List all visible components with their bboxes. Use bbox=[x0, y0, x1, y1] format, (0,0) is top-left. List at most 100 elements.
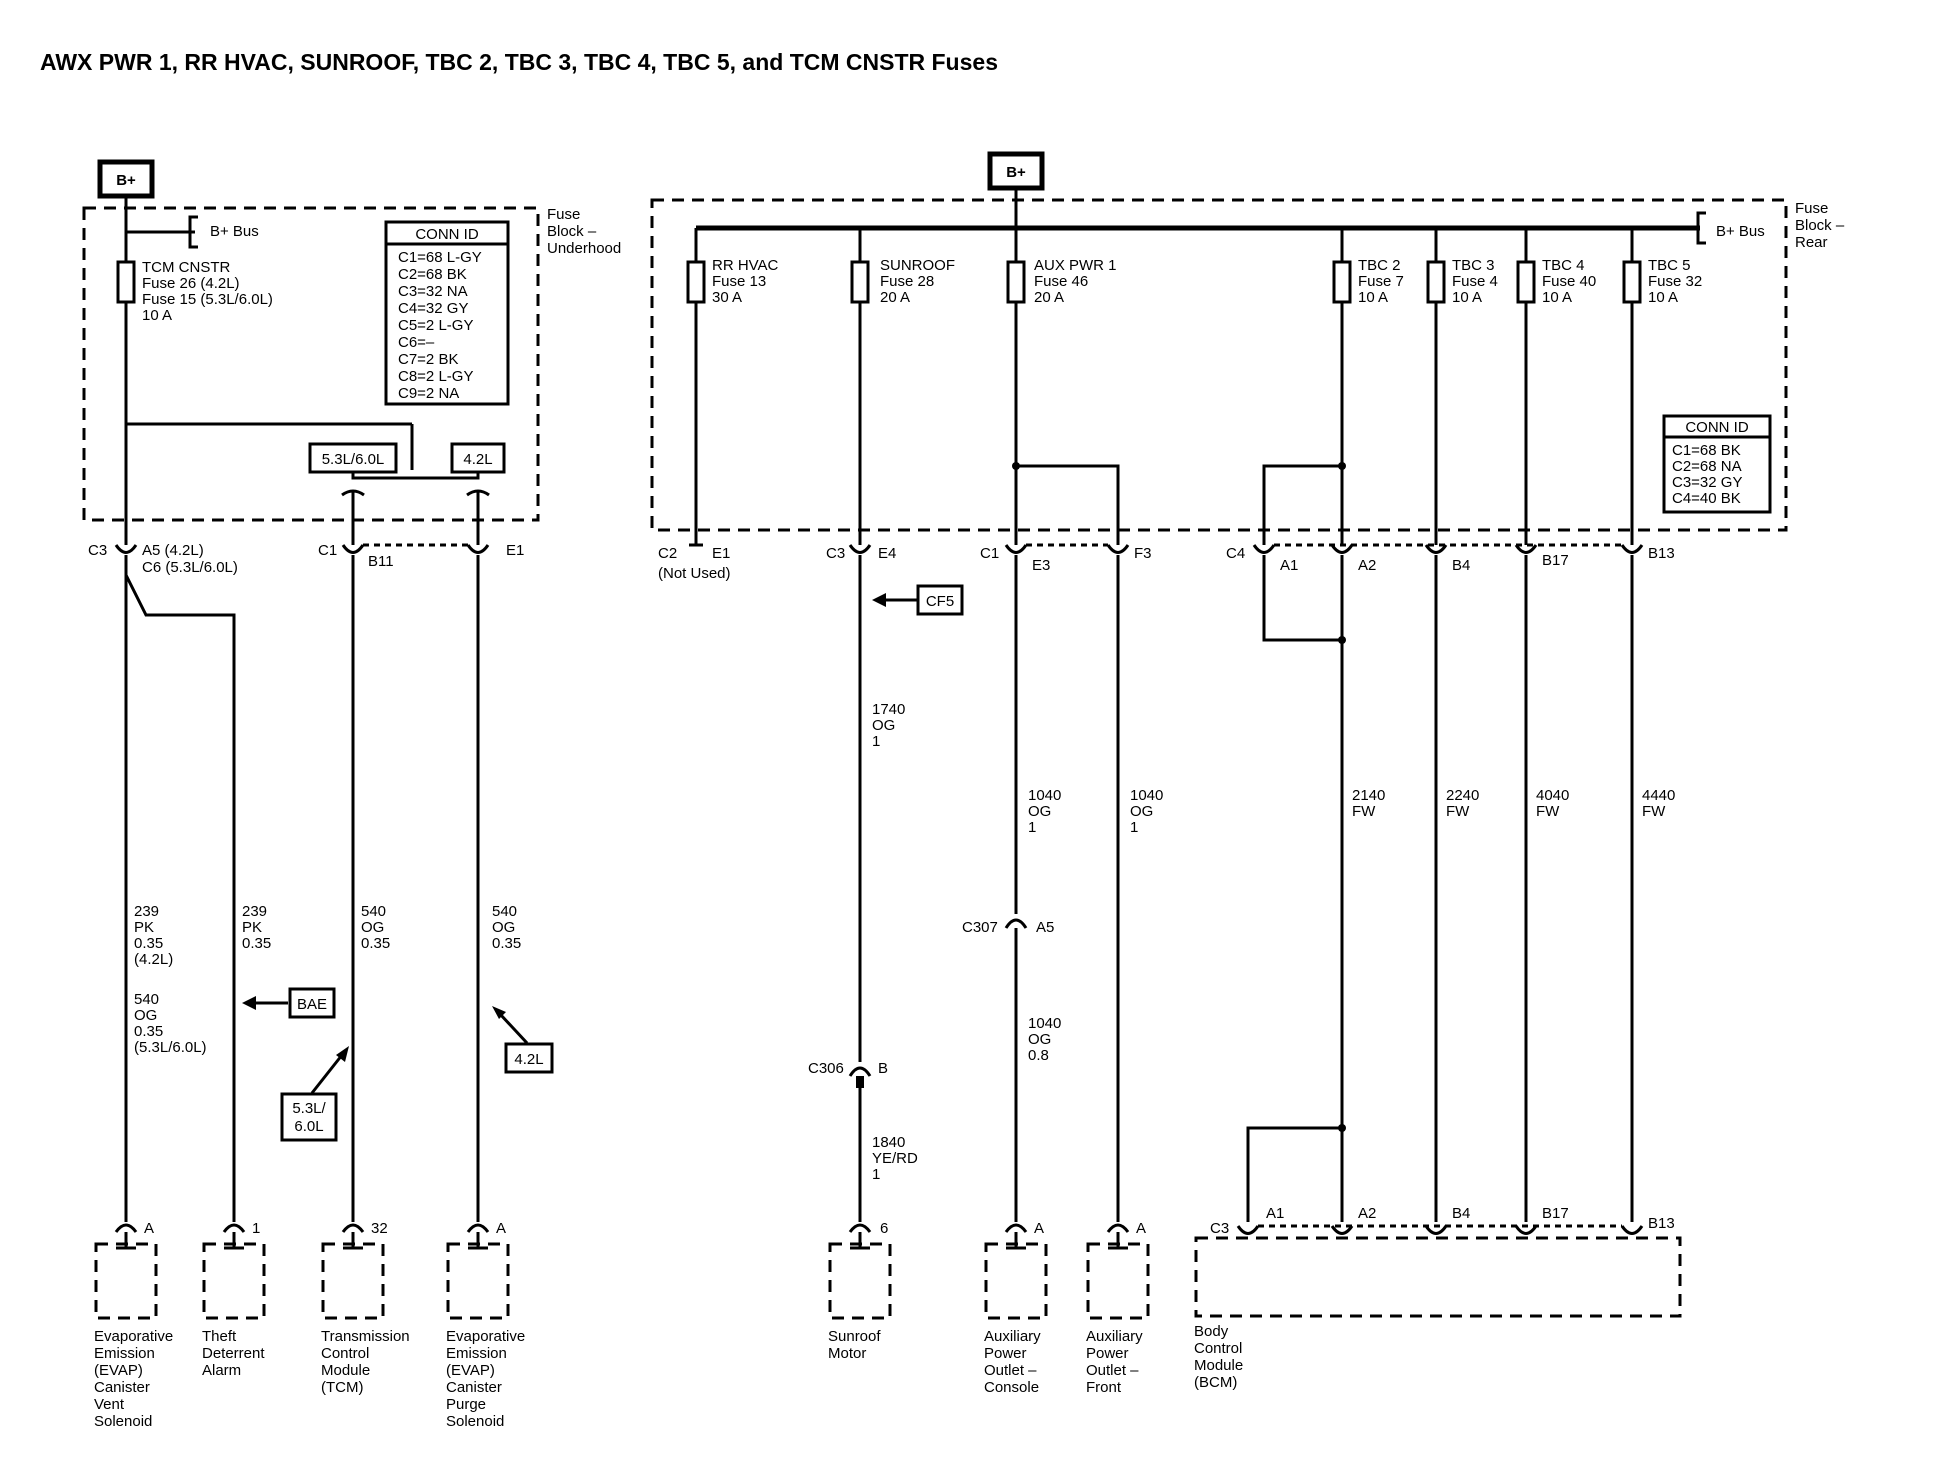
svg-text:FW: FW bbox=[1642, 803, 1666, 820]
fuse-aux-pwr-1: AUX PWR 1 Fuse 46 20 A bbox=[1006, 228, 1117, 545]
svg-text:C1=68 L-GY: C1=68 L-GY bbox=[398, 249, 482, 266]
svg-text:(TCM): (TCM) bbox=[321, 1379, 363, 1396]
svg-text:Auxiliary: Auxiliary bbox=[984, 1328, 1041, 1345]
component-aux-outlet-front: A Auxiliary Power Outlet – Front bbox=[1086, 1220, 1150, 1396]
svg-text:Fuse 40: Fuse 40 bbox=[1542, 273, 1596, 290]
svg-text:1040: 1040 bbox=[1028, 787, 1061, 804]
svg-text:Solenoid: Solenoid bbox=[94, 1413, 152, 1430]
svg-text:C307: C307 bbox=[962, 919, 998, 936]
svg-text:Sunroof: Sunroof bbox=[828, 1328, 881, 1345]
svg-text:CF5: CF5 bbox=[926, 593, 954, 610]
svg-text:6: 6 bbox=[880, 1220, 888, 1237]
svg-text:C7=2 BK: C7=2 BK bbox=[398, 351, 458, 368]
svg-text:B17: B17 bbox=[1542, 1205, 1569, 1222]
component-theft-deterrent-alarm: 1 Theft Deterrent Alarm bbox=[202, 1220, 266, 1379]
svg-text:C4=40 BK: C4=40 BK bbox=[1672, 490, 1741, 507]
svg-text:Fuse 32: Fuse 32 bbox=[1648, 273, 1702, 290]
svg-text:C2=68 NA: C2=68 NA bbox=[1672, 458, 1742, 475]
svg-text:(5.3L/6.0L): (5.3L/6.0L) bbox=[134, 1039, 207, 1056]
svg-text:1: 1 bbox=[252, 1220, 260, 1237]
svg-text:(Not Used): (Not Used) bbox=[658, 565, 731, 582]
svg-text:5.3L/: 5.3L/ bbox=[292, 1100, 326, 1117]
svg-text:C3: C3 bbox=[1210, 1220, 1229, 1237]
fuse-rr-hvac: RR HVAC Fuse 13 30 A bbox=[686, 228, 779, 545]
svg-text:Evaporative: Evaporative bbox=[446, 1328, 525, 1345]
svg-text:20 A: 20 A bbox=[880, 289, 910, 306]
svg-text:OG: OG bbox=[361, 919, 384, 936]
svg-text:4040: 4040 bbox=[1536, 787, 1569, 804]
svg-text:0.8: 0.8 bbox=[1028, 1047, 1049, 1064]
svg-text:OG: OG bbox=[1028, 803, 1051, 820]
svg-text:E1: E1 bbox=[712, 545, 730, 562]
svg-text:Block –: Block – bbox=[547, 223, 597, 240]
svg-text:6.0L: 6.0L bbox=[294, 1118, 323, 1135]
fuse-tcm-cnstr: TCM CNSTR Fuse 26 (4.2L) Fuse 15 (5.3L/6… bbox=[116, 259, 273, 324]
svg-text:Auxiliary: Auxiliary bbox=[1086, 1328, 1143, 1345]
svg-text:E4: E4 bbox=[878, 545, 896, 562]
svg-text:RR HVAC: RR HVAC bbox=[712, 257, 779, 274]
svg-text:10 A: 10 A bbox=[1542, 289, 1572, 306]
svg-text:C1: C1 bbox=[980, 545, 999, 562]
svg-text:0.35: 0.35 bbox=[492, 935, 521, 952]
svg-text:2140: 2140 bbox=[1352, 787, 1385, 804]
svg-text:(EVAP): (EVAP) bbox=[94, 1362, 143, 1379]
svg-text:C8=2 L-GY: C8=2 L-GY bbox=[398, 368, 473, 385]
svg-text:OG: OG bbox=[134, 1007, 157, 1024]
svg-text:(4.2L): (4.2L) bbox=[134, 951, 173, 968]
svg-text:C3=32 NA: C3=32 NA bbox=[398, 283, 468, 300]
svg-text:239: 239 bbox=[134, 903, 159, 920]
connector-c306: C306 B bbox=[808, 1060, 888, 1088]
svg-text:Outlet –: Outlet – bbox=[1086, 1362, 1139, 1379]
svg-text:C3: C3 bbox=[88, 542, 107, 559]
svg-text:TCM CNSTR: TCM CNSTR bbox=[142, 259, 230, 276]
svg-text:AUX PWR 1: AUX PWR 1 bbox=[1034, 257, 1117, 274]
fuse-block-underhood: Fuse Block – Underhood bbox=[82, 206, 621, 522]
svg-text:0.35: 0.35 bbox=[361, 935, 390, 952]
ref-5-3l-6-0l: 5.3L/ 6.0L bbox=[280, 1046, 349, 1142]
ref-cf5: CF5 bbox=[872, 584, 964, 616]
svg-text:A: A bbox=[144, 1220, 154, 1237]
svg-text:Fuse 26 (4.2L): Fuse 26 (4.2L) bbox=[142, 275, 240, 292]
svg-text:Fuse 15 (5.3L/6.0L): Fuse 15 (5.3L/6.0L) bbox=[142, 291, 273, 308]
wire-label-tbc2: 2140 FW bbox=[1352, 787, 1385, 820]
svg-text:540: 540 bbox=[361, 903, 386, 920]
component-sunroof-motor: 6 Sunroof Motor bbox=[828, 1220, 892, 1362]
svg-text:1: 1 bbox=[872, 733, 880, 750]
svg-text:A5 (4.2L): A5 (4.2L) bbox=[142, 542, 204, 559]
svg-text:Motor: Motor bbox=[828, 1345, 866, 1362]
svg-text:Emission: Emission bbox=[94, 1345, 155, 1362]
svg-text:Fuse: Fuse bbox=[547, 206, 580, 223]
fuse-tbc-5: TBC 5 Fuse 32 10 A bbox=[1622, 228, 1702, 545]
b-plus-bus-right: B+ Bus bbox=[1716, 223, 1765, 240]
svg-text:TBC 5: TBC 5 bbox=[1648, 257, 1691, 274]
ref-4-2l: 4.2L bbox=[492, 1006, 554, 1074]
svg-text:Theft: Theft bbox=[202, 1328, 237, 1345]
svg-text:A1: A1 bbox=[1280, 557, 1298, 574]
fuse-tbc-2: TBC 2 Fuse 7 10 A bbox=[1332, 228, 1404, 545]
svg-text:Solenoid: Solenoid bbox=[446, 1413, 504, 1430]
svg-text:2240: 2240 bbox=[1446, 787, 1479, 804]
svg-text:C1=68 BK: C1=68 BK bbox=[1672, 442, 1741, 459]
svg-text:Fuse 7: Fuse 7 bbox=[1358, 273, 1404, 290]
component-evap-vent-solenoid: A Evaporative Emission (EVAP) Canister V… bbox=[94, 1220, 173, 1430]
svg-text:Fuse 46: Fuse 46 bbox=[1034, 273, 1088, 290]
svg-text:Purge: Purge bbox=[446, 1396, 486, 1413]
wire-label-sun1: 1740 OG 1 bbox=[872, 701, 905, 750]
wire-label-tbc3: 2240 FW bbox=[1446, 787, 1479, 820]
svg-text:30 A: 30 A bbox=[712, 289, 742, 306]
svg-text:PK: PK bbox=[134, 919, 154, 936]
svg-text:C1: C1 bbox=[318, 542, 337, 559]
svg-text:Canister: Canister bbox=[94, 1379, 150, 1396]
diagram-title: AWX PWR 1, RR HVAC, SUNROOF, TBC 2, TBC … bbox=[40, 49, 998, 75]
svg-text:540: 540 bbox=[492, 903, 517, 920]
svg-text:C306: C306 bbox=[808, 1060, 844, 1077]
svg-text:Control: Control bbox=[1194, 1340, 1242, 1357]
svg-text:OG: OG bbox=[1028, 1031, 1051, 1048]
svg-text:C2=68 BK: C2=68 BK bbox=[398, 266, 467, 283]
svg-text:B13: B13 bbox=[1648, 1215, 1675, 1232]
svg-text:0.35: 0.35 bbox=[134, 935, 163, 952]
ref-bae: BAE bbox=[242, 987, 336, 1019]
svg-text:239: 239 bbox=[242, 903, 267, 920]
svg-text:4.2L: 4.2L bbox=[463, 451, 492, 468]
